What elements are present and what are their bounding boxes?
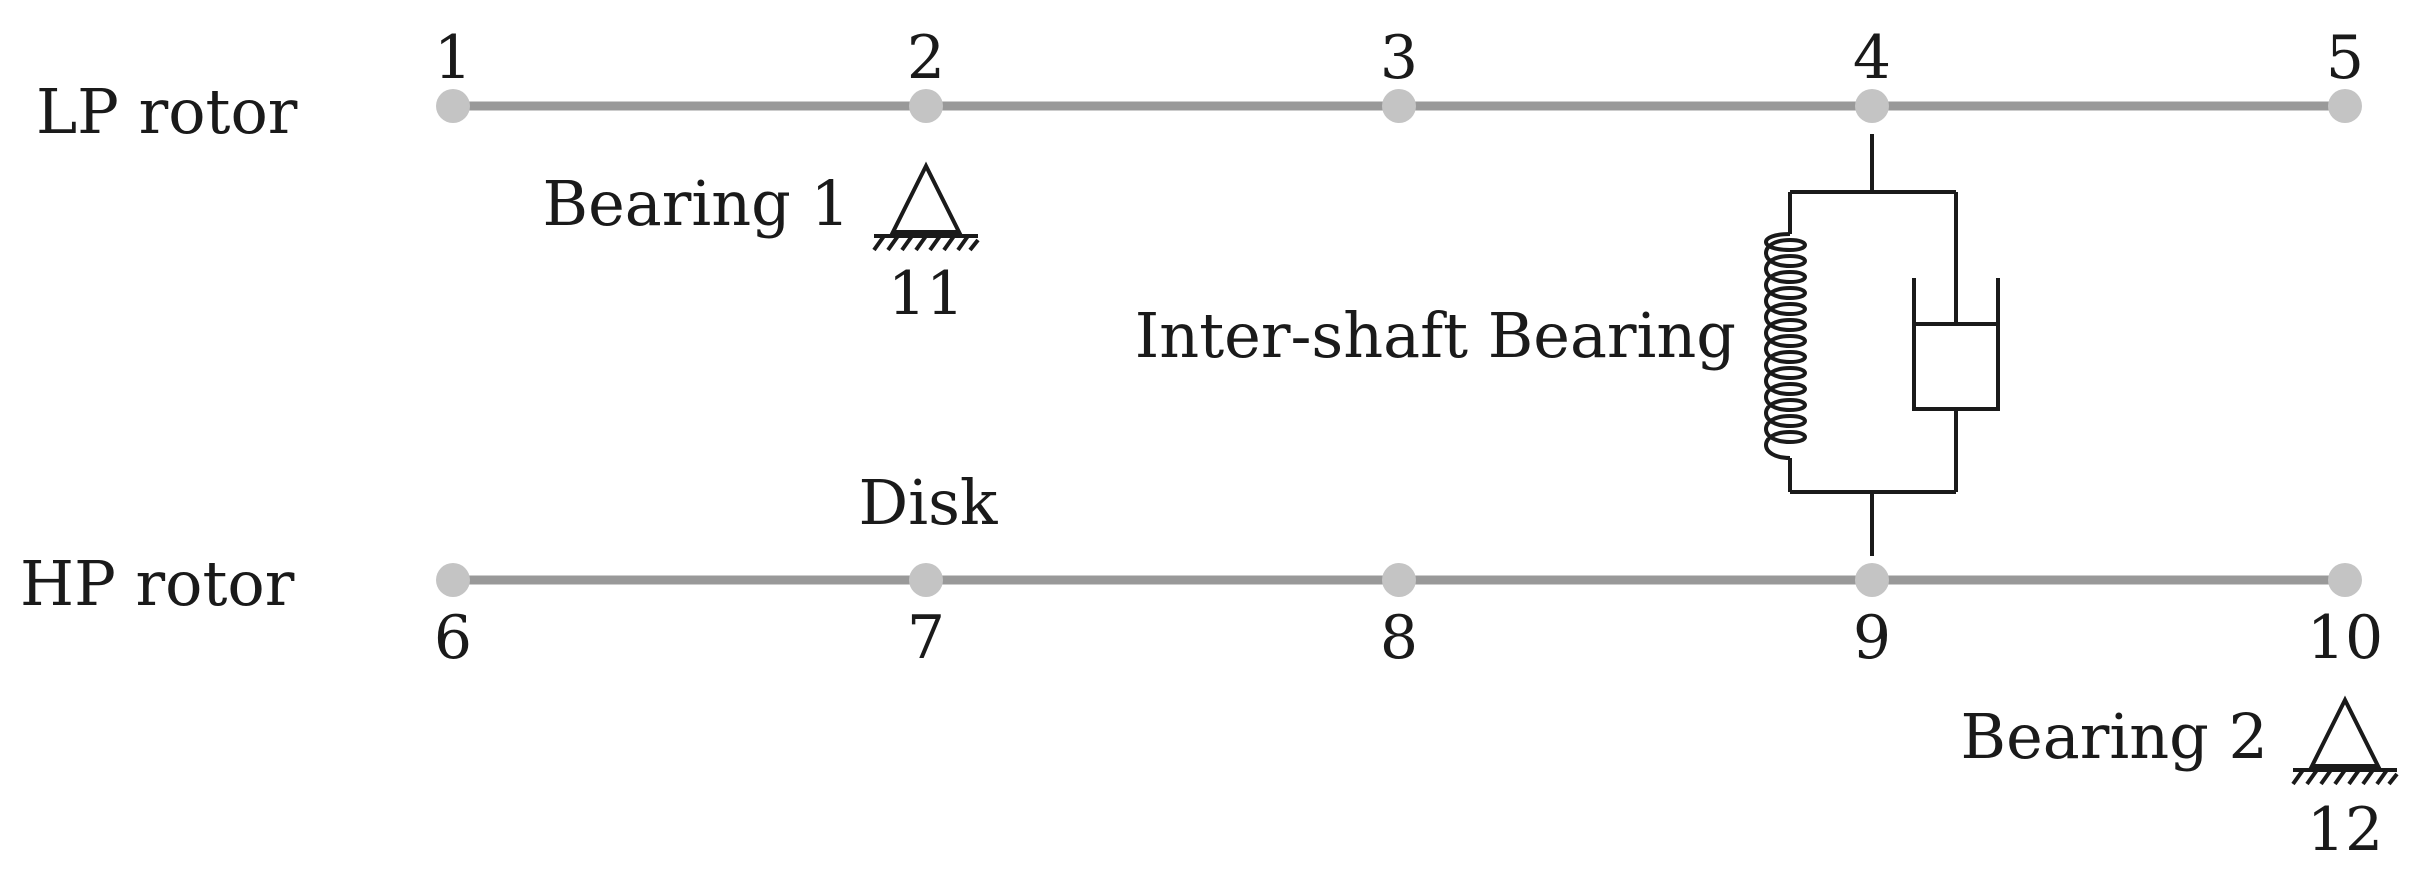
hp-node-8	[1382, 563, 1416, 597]
bearing-1-node-label: 11	[888, 259, 964, 329]
bearing-1-label: Bearing 1	[543, 167, 850, 240]
hp-node-7	[909, 563, 943, 597]
disk-label: Disk	[859, 466, 998, 539]
hp-node-6	[436, 563, 470, 597]
hp-node-10-label: 10	[2307, 603, 2383, 673]
lp-node-1-label: 1	[434, 23, 472, 93]
lp-node-2-label: 2	[907, 23, 945, 93]
hp-node-9	[1855, 563, 1889, 597]
inter-shaft-bearing-icon	[1764, 134, 2000, 556]
lp-node-3	[1382, 89, 1416, 123]
hp-node-6-label: 6	[434, 603, 472, 673]
inter-shaft-bearing-label: Inter-shaft Bearing	[1135, 299, 1736, 372]
lp-node-3-label: 3	[1380, 23, 1418, 93]
hp-node-9-label: 9	[1853, 603, 1891, 673]
hp-node-7-label: 7	[907, 603, 945, 673]
lp-node-5-label: 5	[2326, 23, 2364, 93]
lp-rotor-label: LP rotor	[36, 75, 298, 148]
lp-node-1	[436, 89, 470, 123]
hp-node-10	[2328, 563, 2362, 597]
lp-node-5	[2328, 89, 2362, 123]
lp-node-2	[909, 89, 943, 123]
hp-rotor-label: HP rotor	[20, 547, 295, 620]
bearing-2-label: Bearing 2	[1961, 700, 2268, 773]
bearing-2-node-label: 12	[2307, 795, 2383, 865]
bearing-2-support-icon	[2291, 695, 2399, 786]
lp-node-4	[1855, 89, 1889, 123]
hp-node-8-label: 8	[1380, 603, 1418, 673]
bearing-1-support-icon	[872, 161, 980, 252]
lp-node-4-label: 4	[1853, 23, 1891, 93]
